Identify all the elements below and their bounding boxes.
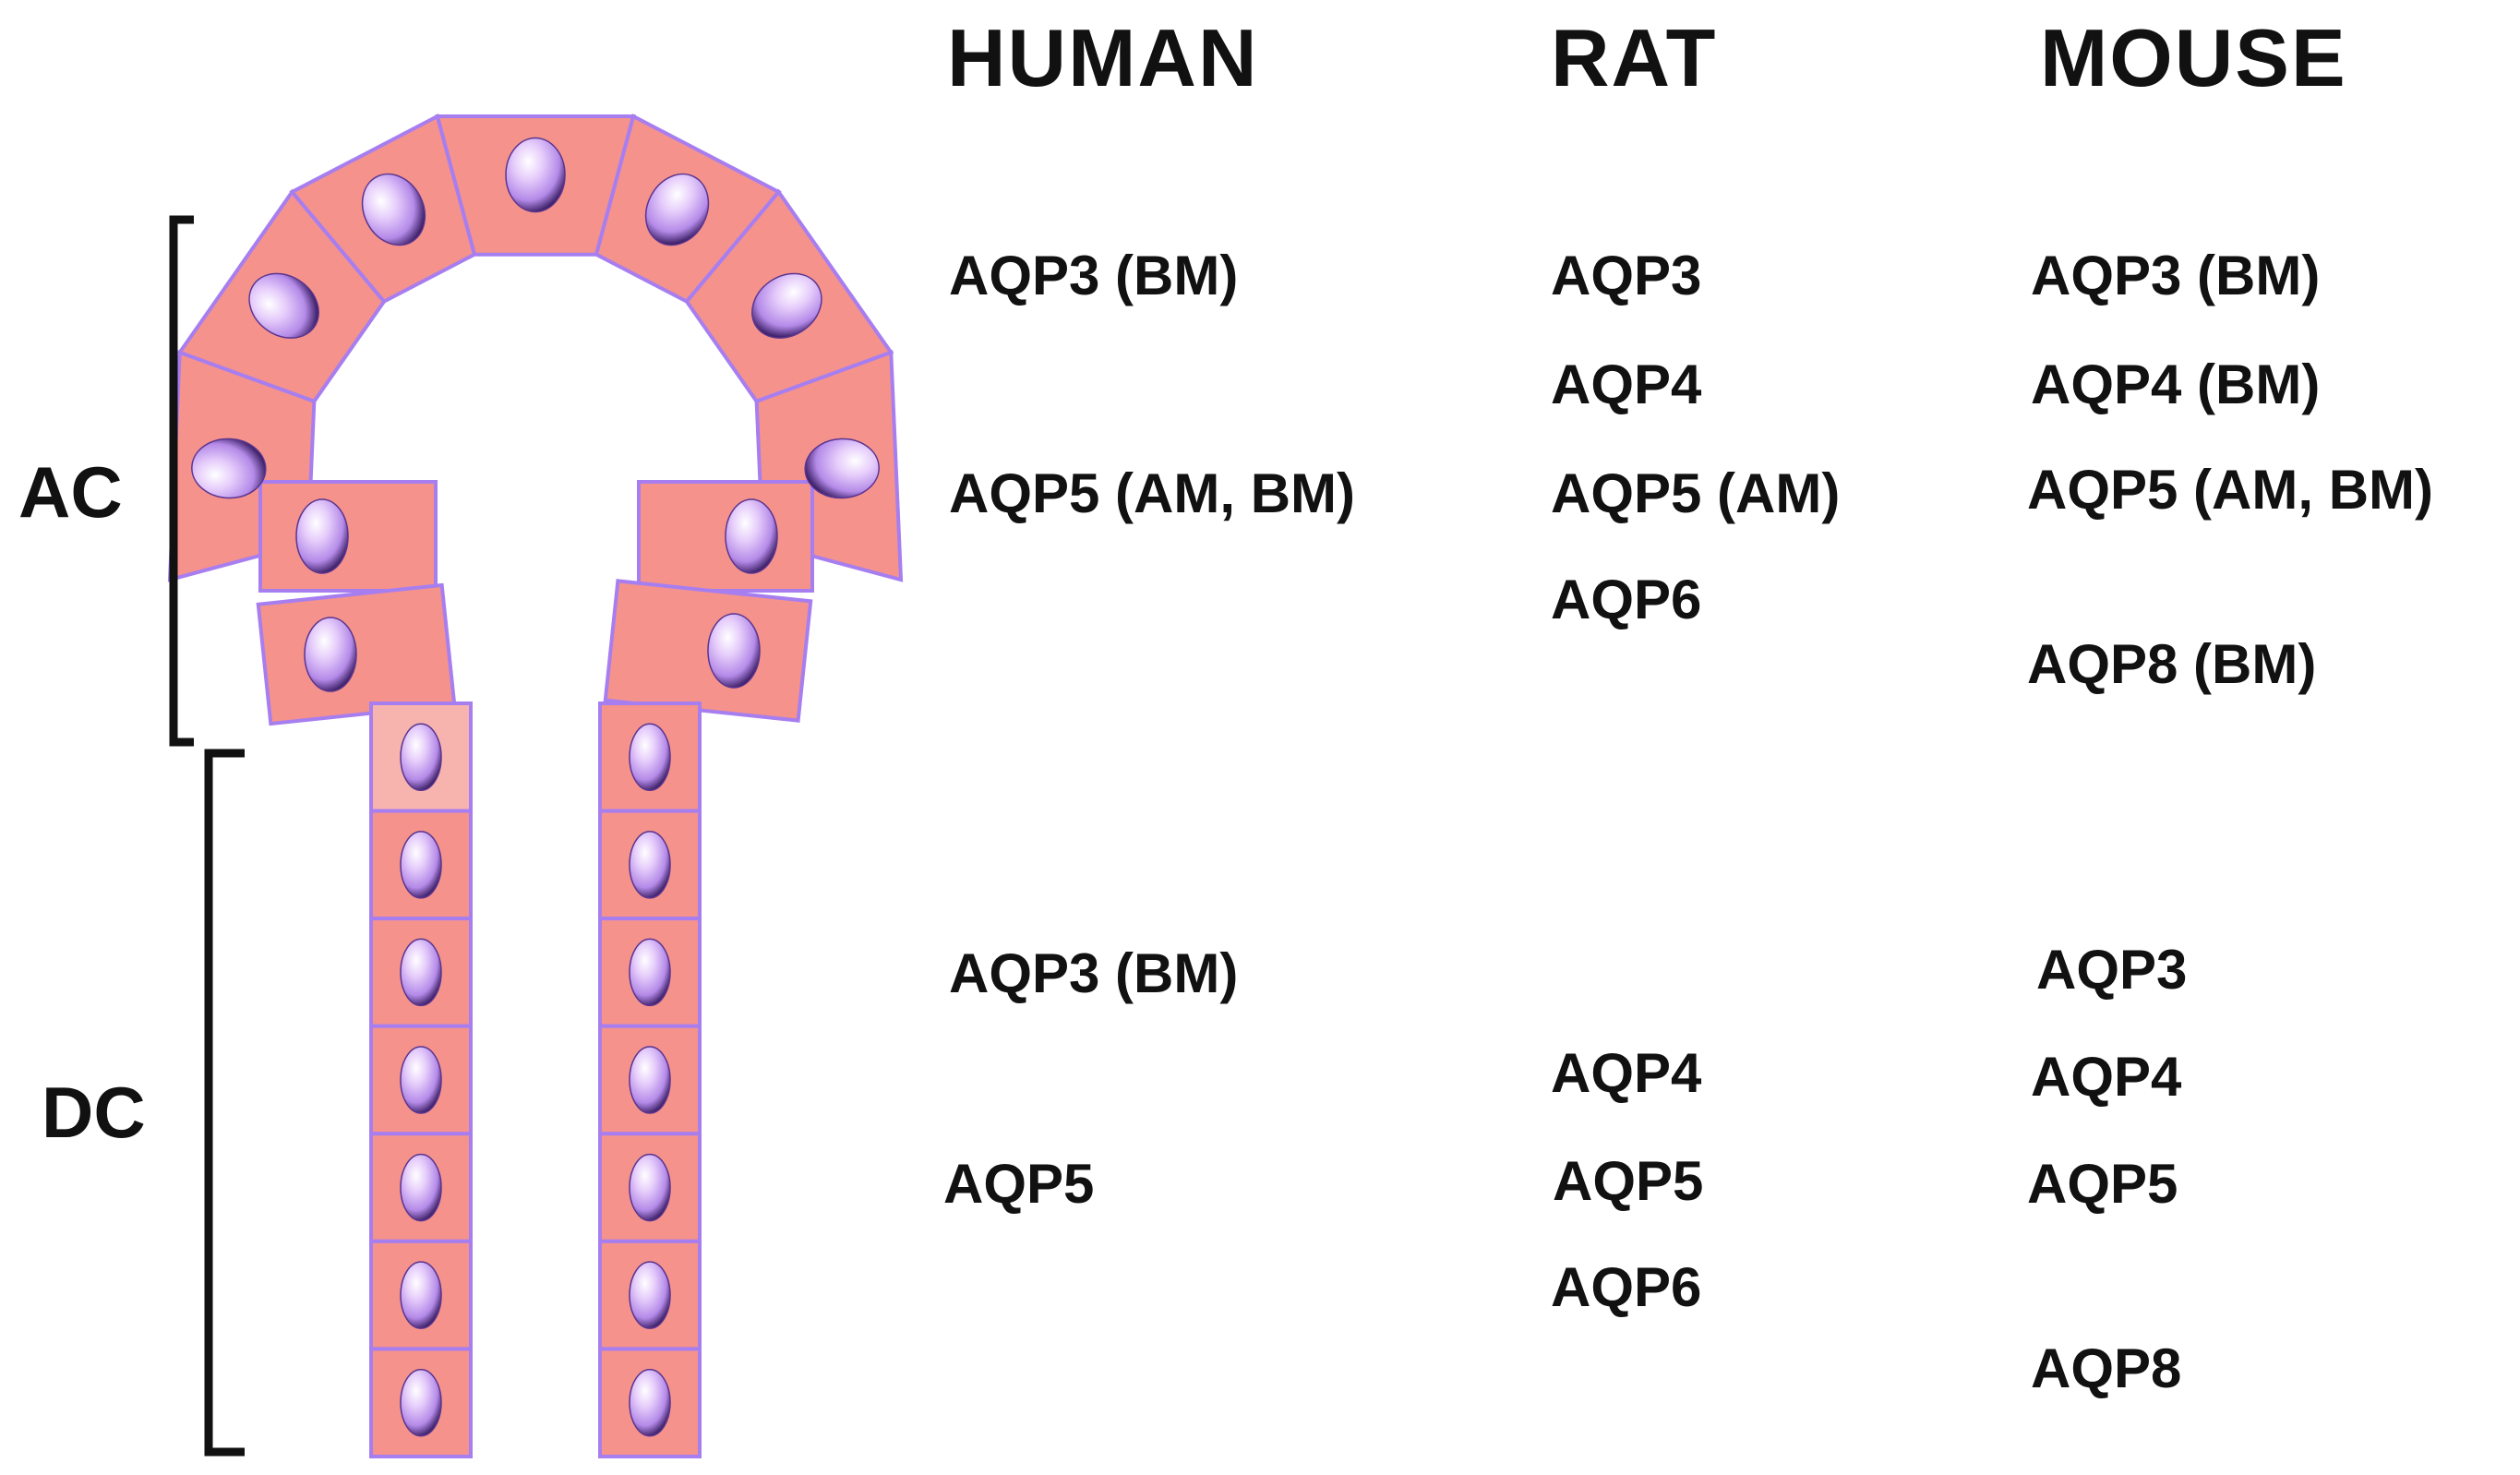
nucleus-icon: [644, 173, 710, 246]
rat-column-header: RAT: [1551, 12, 1718, 103]
nucleus-icon: [400, 1368, 442, 1437]
rat-dc-aqp4: AQP4: [1551, 1042, 1702, 1104]
nucleus-icon: [804, 438, 880, 499]
nucleus-icon: [629, 1368, 671, 1437]
nucleus-icon: [248, 272, 319, 339]
nucleus-icon: [629, 831, 671, 899]
mouse-column-header: MOUSE: [2040, 12, 2347, 103]
ac-bracket: [169, 215, 194, 747]
dc-bracket: [204, 749, 245, 1457]
dc-section-label: DC: [42, 1072, 146, 1153]
human-ac-aqp5: AQP5 (AM, BM): [949, 462, 1355, 524]
rat-ac-aqp4: AQP4: [1551, 354, 1702, 415]
rat-dc-aqp6: AQP6: [1551, 1256, 1702, 1318]
nucleus-icon: [400, 1153, 442, 1222]
mouse-dc-aqp8: AQP8: [2031, 1337, 2182, 1399]
mouse-ac-aqp8: AQP8 (BM): [2027, 633, 2317, 695]
nucleus-icon: [400, 938, 442, 1007]
nucleus-icon: [707, 613, 761, 689]
nucleus-icon: [400, 723, 442, 792]
bracket-layer: [169, 215, 245, 1457]
mouse-ac-aqp5: AQP5 (AM, BM): [2027, 459, 2433, 521]
nucleus-icon: [629, 1153, 671, 1222]
mouse-dc-aqp5: AQP5: [2027, 1153, 2178, 1215]
mouse-ac-aqp4: AQP4 (BM): [2031, 354, 2321, 415]
nucleus-icon: [304, 617, 357, 692]
rat-ac-aqp5: AQP5 (AM): [1551, 462, 1841, 524]
nucleus-icon: [400, 1261, 442, 1329]
mouse-dc-aqp4: AQP4: [2031, 1046, 2182, 1108]
nucleus-icon: [400, 1046, 442, 1114]
nucleus-icon: [629, 723, 671, 792]
nucleus-icon: [725, 498, 778, 574]
mouse-ac-aqp3: AQP3 (BM): [2031, 245, 2321, 306]
rat-ac-aqp6: AQP6: [1551, 569, 1702, 630]
nucleus-icon: [629, 938, 671, 1007]
nucleus-icon: [505, 137, 566, 213]
nucleus-icon: [629, 1046, 671, 1114]
human-column-header: HUMAN: [947, 12, 1259, 103]
rat-dc-aqp5: AQP5: [1553, 1150, 1704, 1212]
mouse-dc-aqp3: AQP3: [2036, 939, 2188, 1001]
human-dc-aqp5: AQP5: [943, 1153, 1095, 1215]
ductal-cell: [369, 917, 473, 1028]
nucleus-icon: [295, 498, 349, 574]
human-dc-aqp3: AQP3 (BM): [949, 942, 1239, 1004]
ac-section-label: AC: [18, 451, 123, 533]
nucleus-icon: [751, 272, 822, 339]
nucleus-icon: [191, 438, 267, 499]
rat-ac-aqp3: AQP3: [1551, 245, 1702, 306]
nucleus-layer: [191, 137, 880, 1437]
nucleus-icon: [361, 173, 426, 246]
nucleus-icon: [400, 831, 442, 899]
human-ac-aqp3: AQP3 (BM): [949, 245, 1239, 306]
nucleus-icon: [629, 1261, 671, 1329]
